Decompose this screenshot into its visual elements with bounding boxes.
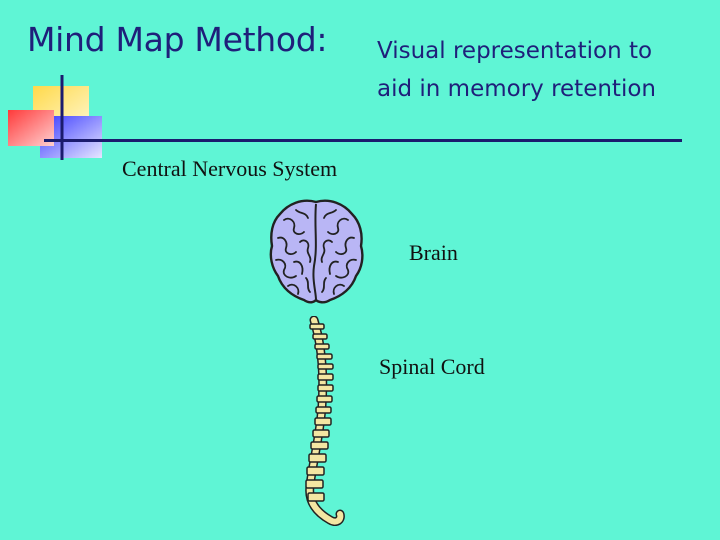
spinal-cord-label: Spinal Cord <box>379 354 485 379</box>
header-divider <box>44 139 682 142</box>
central-nervous-system-label: Central Nervous System <box>122 156 338 181</box>
subtitle-line-1: Visual representation to <box>377 38 653 64</box>
brain-icon <box>269 199 364 304</box>
brain-label: Brain <box>409 240 458 265</box>
subtitle-line-2: aid in memory retention <box>377 76 656 102</box>
spinal-cord-icon <box>305 316 345 526</box>
slide-subtitle: Visual representation to aid in memory r… <box>377 32 697 108</box>
color-blocks-decoration <box>8 75 102 160</box>
slide-title: Mind Map Method: <box>27 20 328 59</box>
